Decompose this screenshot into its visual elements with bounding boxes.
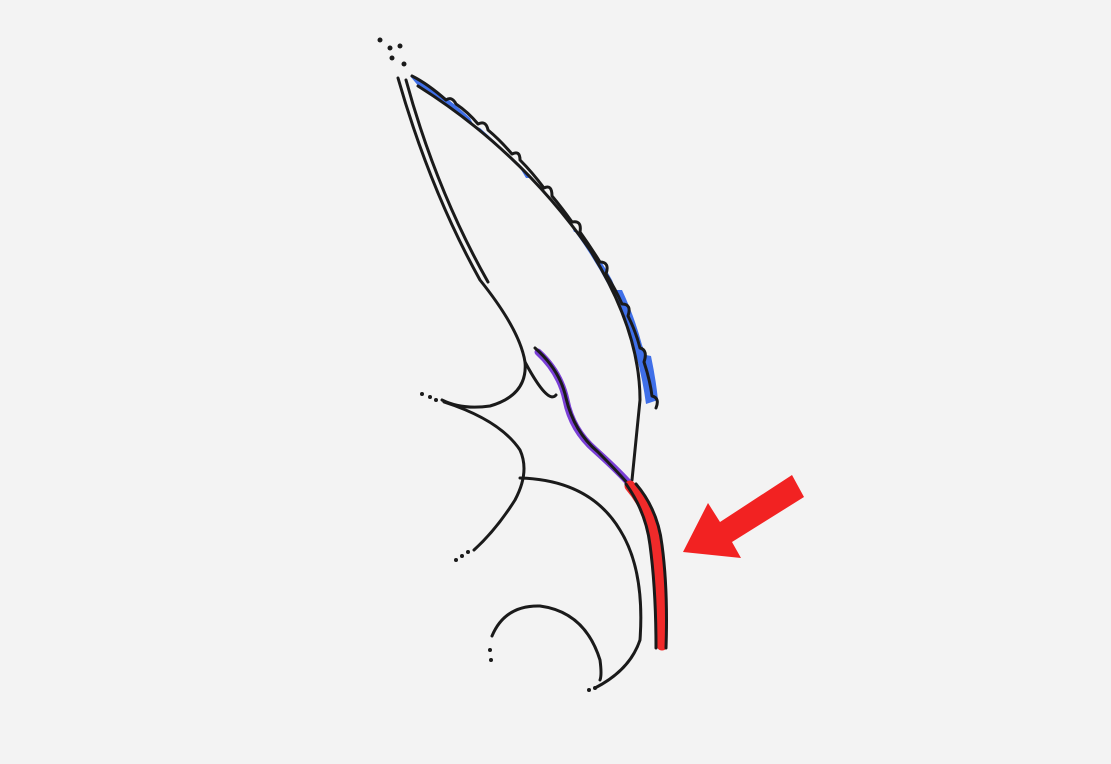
upper-margin-highlight bbox=[410, 76, 658, 404]
lower-stem-outline bbox=[624, 482, 668, 650]
leading-edge-outer bbox=[396, 76, 527, 409]
branch-connector bbox=[523, 360, 558, 399]
inner-branch-line bbox=[533, 346, 632, 488]
lower-loop bbox=[490, 604, 603, 682]
cross-vein bbox=[518, 476, 643, 690]
mid-cell-curve bbox=[442, 400, 526, 552]
upper-vein-inner-edge bbox=[416, 84, 642, 482]
serrated-edge bbox=[410, 74, 659, 410]
arrow-icon bbox=[683, 475, 804, 558]
leading-edge-inner bbox=[404, 78, 490, 284]
inner-branch-highlight bbox=[534, 348, 632, 486]
dotted-ends bbox=[377, 37, 597, 692]
lower-stem-highlight bbox=[624, 480, 668, 651]
